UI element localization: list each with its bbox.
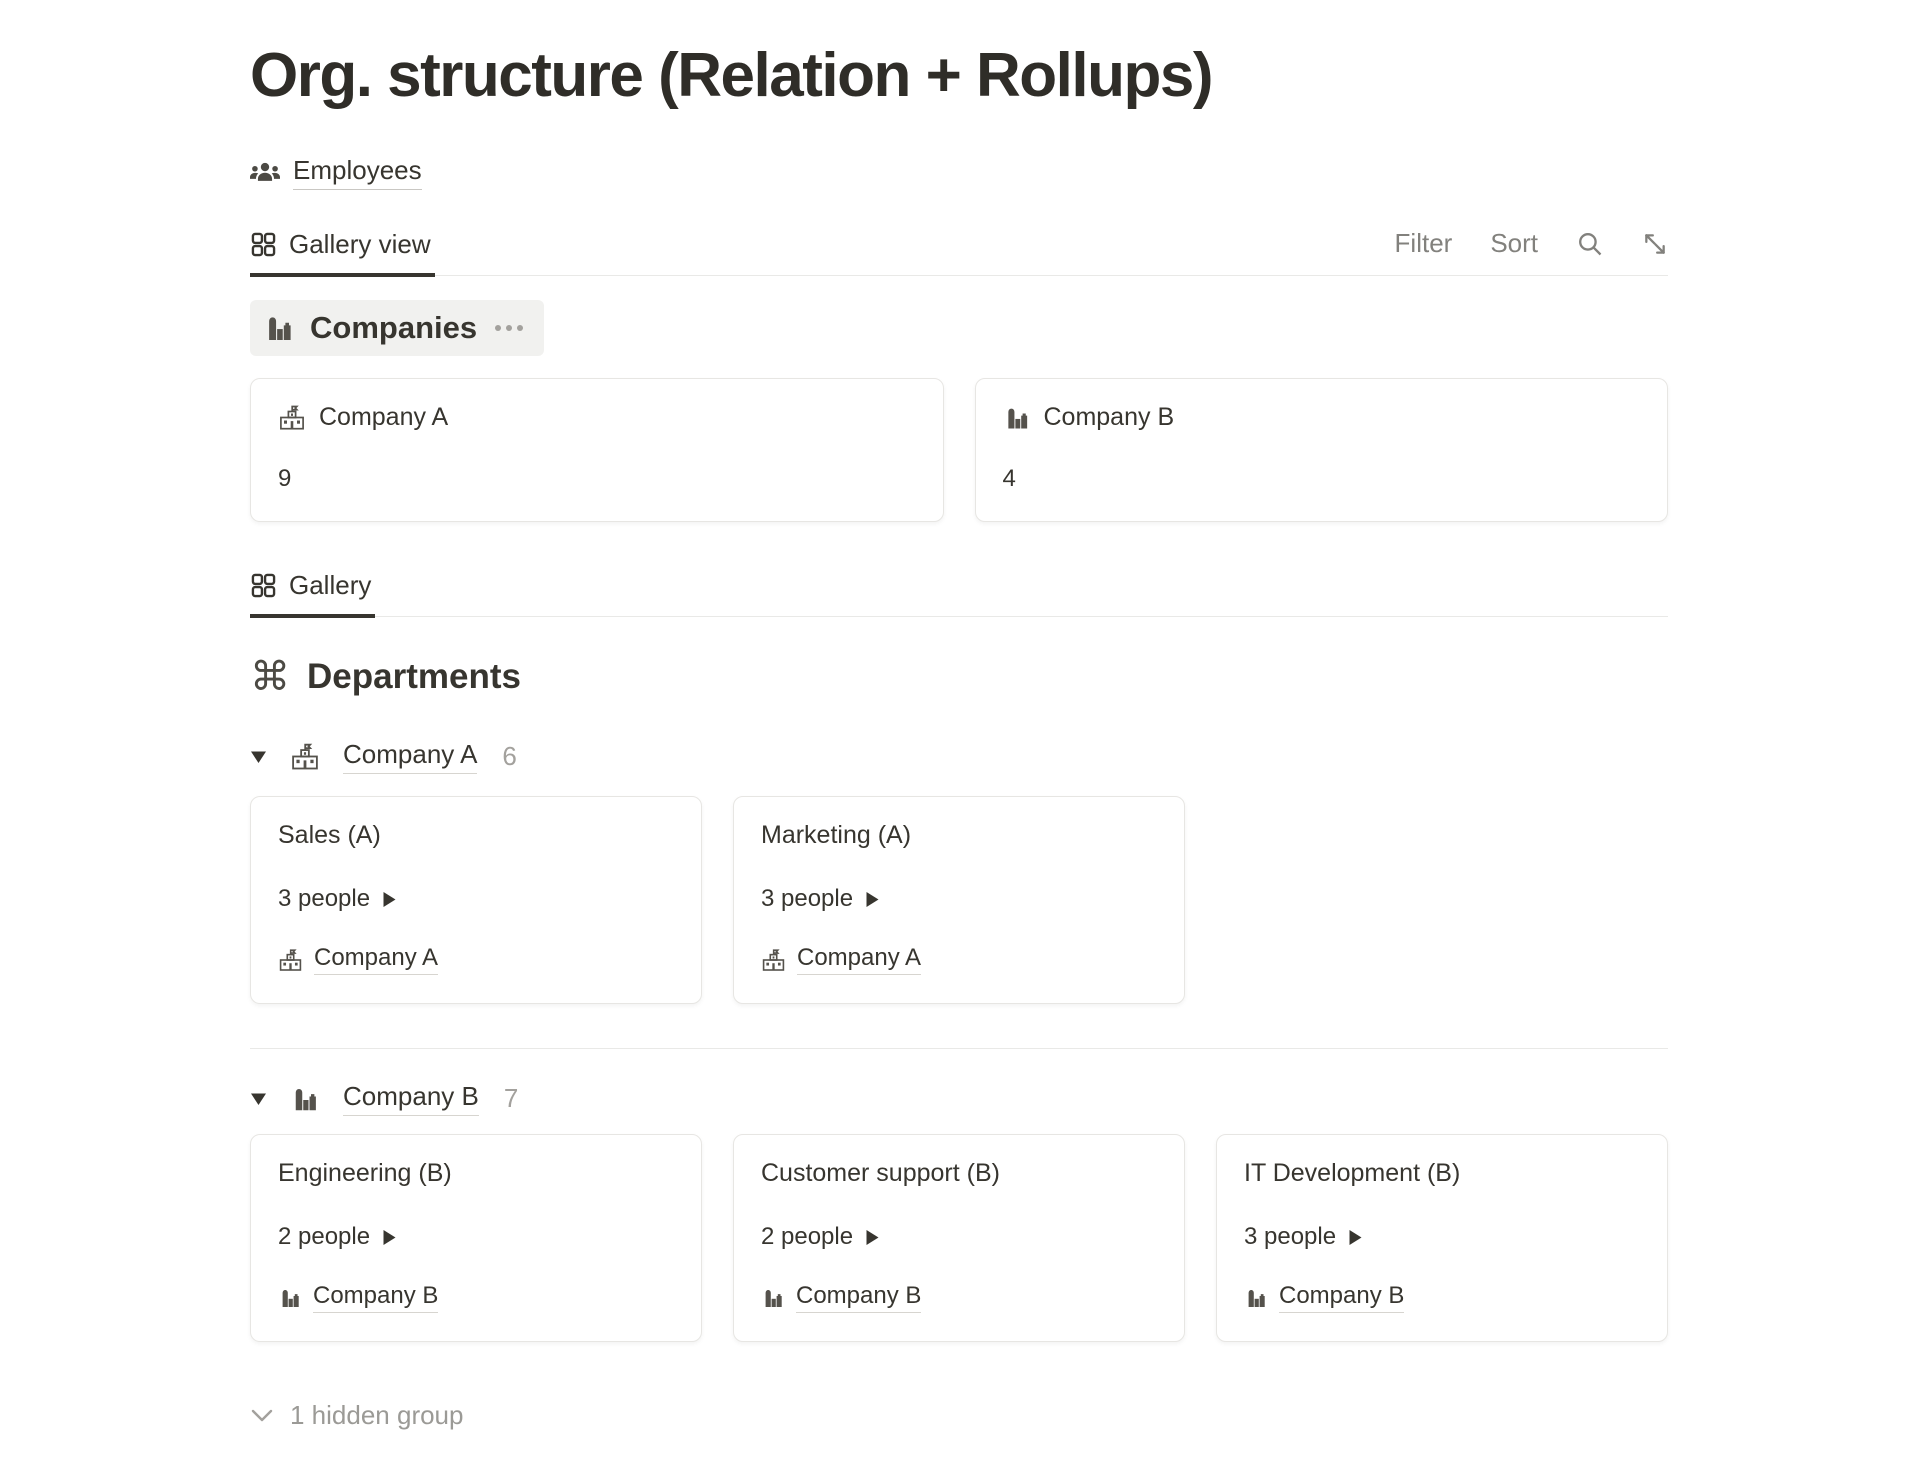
sort-button[interactable]: Sort [1490,228,1538,258]
play-triangle-icon[interactable] [382,891,397,908]
rollup-count: 4 [1002,465,1016,492]
card-title: Company A [319,403,449,431]
group-link[interactable]: Company A [343,739,478,774]
people-group-icon [250,160,280,185]
collapse-triangle-icon[interactable] [250,1092,267,1106]
group-a-cards: Sales (A) 3 people [250,796,1668,1004]
card-title: Sales (A) [278,821,381,849]
filter-button[interactable]: Filter [1394,228,1453,258]
collapse-triangle-icon[interactable] [250,750,267,764]
group-divider [250,1048,1668,1049]
people-rollup: 3 people [1244,1223,1337,1250]
hidden-group-toggle[interactable]: 1 hidden group [250,1400,1668,1431]
card-title: Customer support (B) [761,1159,1000,1187]
department-card[interactable]: Customer support (B) 2 people Company B [733,1134,1185,1342]
group-header-company-a: Company A 6 [250,739,1668,774]
card-title: Company B [1043,403,1175,431]
school-building-icon [278,404,306,431]
group-header-company-b: Company B 7 [250,1081,1668,1116]
gallery-grid-icon [250,572,277,599]
group-b-cards: Engineering (B) 2 people Company B [250,1134,1668,1342]
people-rollup: 2 people [278,1223,371,1250]
relation-link[interactable]: Company B [313,1282,439,1313]
department-card[interactable]: IT Development (B) 3 people Company B [1216,1134,1668,1342]
ellipsis-menu-icon[interactable] [492,322,526,334]
page-title[interactable]: Org. structure (Relation + Rollups) [250,41,1214,110]
tab-gallery-view[interactable]: Gallery view [250,229,435,277]
relation-link[interactable]: Company B [1279,1282,1405,1313]
people-rollup: 2 people [761,1223,854,1250]
department-card[interactable]: Marketing (A) 3 people [733,796,1185,1004]
employees-link-label: Employees [293,155,422,190]
view-toolbar: Gallery view Filter Sort [250,228,1668,277]
tab-label: Gallery [289,570,372,600]
card-title: Marketing (A) [761,821,912,849]
board-title-label: Departments [307,657,521,696]
company-card-b[interactable]: Company B 4 [974,378,1668,522]
people-rollup: 3 people [278,885,371,912]
tab-gallery[interactable]: Gallery [250,570,376,618]
play-triangle-icon[interactable] [382,1229,397,1246]
school-building-icon [761,948,786,972]
companies-board-title[interactable]: Companies [250,300,545,356]
search-button[interactable] [1576,230,1604,258]
relation-link[interactable]: Company A [797,944,922,975]
city-buildings-icon [1003,404,1031,432]
play-triangle-icon[interactable] [1348,1229,1363,1246]
school-building-icon [290,742,320,771]
school-building-icon [278,948,303,972]
people-rollup: 3 people [761,885,854,912]
city-buildings-icon [290,1084,320,1114]
relation-link[interactable]: Company B [796,1282,922,1313]
city-buildings-icon [263,312,295,344]
group-count: 7 [503,1083,519,1113]
city-buildings-icon [278,1286,302,1310]
tab-label: Gallery view [289,229,431,259]
command-symbol-icon: ⌘ [250,655,290,699]
rollup-count: 9 [278,465,292,492]
companies-cards: Company A 9 Company B 4 [250,378,1668,522]
city-buildings-icon [761,1286,785,1310]
card-title: Engineering (B) [278,1159,452,1187]
gallery-tab-row: Gallery [250,570,1668,618]
relation-link[interactable]: Company A [314,944,439,975]
employees-link[interactable]: Employees [250,155,1668,190]
hidden-group-label: 1 hidden group [290,1400,464,1430]
page-content: Org. structure (Relation + Rollups) Empl… [250,0,1668,1431]
toolbar-actions: Filter Sort [1395,228,1668,275]
group-count: 6 [502,741,517,771]
chevron-down-icon [250,1408,274,1424]
play-triangle-icon[interactable] [865,891,880,908]
company-card-a[interactable]: Company A 9 [250,378,944,522]
city-buildings-icon [1244,1286,1268,1310]
board-title-label: Companies [310,310,478,345]
group-link[interactable]: Company B [343,1081,479,1116]
play-triangle-icon[interactable] [865,1229,880,1246]
gallery-grid-icon [250,231,277,258]
department-card[interactable]: Sales (A) 3 people [250,796,702,1004]
departments-board-title[interactable]: ⌘ Departments [250,657,1668,697]
card-title: IT Development (B) [1244,1159,1461,1187]
department-card[interactable]: Engineering (B) 2 people Company B [250,1134,702,1342]
expand-button[interactable] [1642,231,1668,257]
